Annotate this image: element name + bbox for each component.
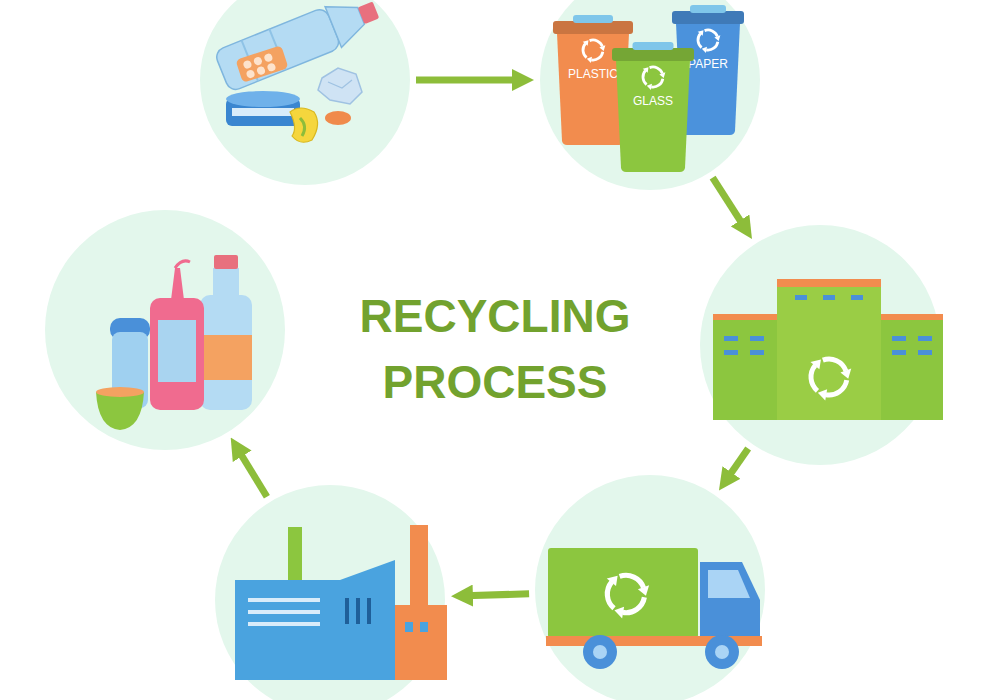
pill-blister xyxy=(253,56,263,66)
pill-blister xyxy=(242,59,252,69)
garbage-truck xyxy=(548,548,698,638)
recycle-symbol xyxy=(578,39,605,66)
recycling-plant xyxy=(892,350,906,355)
factory xyxy=(248,610,320,614)
plastic-bottle xyxy=(358,1,380,24)
plastic-bottle xyxy=(214,0,384,92)
recycled-products xyxy=(96,392,144,430)
recycled-products xyxy=(158,320,196,382)
pill-blister xyxy=(256,66,266,76)
pill-blister xyxy=(266,62,276,72)
garbage-truck xyxy=(583,635,617,669)
factory xyxy=(248,598,320,602)
recycling-plant xyxy=(918,336,932,341)
recycling-plant xyxy=(877,314,943,320)
recycling-plant xyxy=(713,279,943,420)
bin-handle xyxy=(573,15,613,23)
bin-label: GLASS xyxy=(633,94,673,108)
recycle-symbol xyxy=(693,29,720,56)
circle-ground xyxy=(535,475,765,700)
garbage-truck xyxy=(705,635,739,669)
recycling-plant xyxy=(777,283,881,420)
pill-blister xyxy=(235,45,288,83)
pill-blister xyxy=(245,69,255,79)
garbage-truck xyxy=(593,645,607,659)
recycling-plant xyxy=(851,295,863,300)
recycle-symbol xyxy=(638,66,665,93)
bin-label: PAPER xyxy=(688,57,728,71)
recycled-products xyxy=(96,255,252,430)
flow-arrow xyxy=(727,449,748,480)
recycled-products xyxy=(200,335,252,380)
recycled-products xyxy=(171,268,184,300)
waste-pile xyxy=(214,0,384,142)
factory xyxy=(235,560,395,680)
crumpled-paper xyxy=(318,68,362,104)
flow-arrow xyxy=(416,77,520,84)
crumpled-paper xyxy=(328,80,352,88)
recycled-products xyxy=(96,387,144,397)
garbage-truck xyxy=(715,645,729,659)
recycle-bin: GLASS xyxy=(612,42,694,172)
recycling-plant xyxy=(750,336,764,341)
garbage-truck xyxy=(700,562,760,638)
factory xyxy=(288,527,302,581)
recycling-plant xyxy=(713,318,783,420)
factory xyxy=(345,598,349,624)
crumpled-paper xyxy=(318,68,362,104)
pill-blister xyxy=(263,53,273,63)
tin-can xyxy=(226,91,300,107)
factory xyxy=(248,622,320,626)
factory xyxy=(356,598,360,624)
recycled-products xyxy=(214,255,238,269)
diagram-title: RECYCLING PROCESS xyxy=(320,283,670,415)
recycled-products xyxy=(213,268,239,298)
bin-label: PLASTIC xyxy=(568,67,618,81)
bottle-cap xyxy=(325,111,351,125)
recycled-products xyxy=(150,298,204,410)
garbage-truck xyxy=(598,573,649,623)
bin-handle xyxy=(690,5,726,13)
bin-handle xyxy=(633,42,674,50)
recycling-plant xyxy=(777,279,881,287)
recycling-plant xyxy=(724,350,738,355)
pill-blister xyxy=(235,45,288,83)
garbage-truck xyxy=(546,548,762,669)
recycling-plant xyxy=(795,295,807,300)
circle-ground xyxy=(200,0,410,185)
bin-body xyxy=(676,23,740,135)
recycling-plant xyxy=(892,336,906,341)
recycling-plant xyxy=(724,336,738,341)
flow-arrow xyxy=(238,449,267,496)
stage-circle: PLASTIC GLASS PAPER xyxy=(540,0,760,190)
recycling-plant xyxy=(918,350,932,355)
garbage-truck xyxy=(708,570,750,598)
recycled-products xyxy=(200,295,252,410)
banana-peel xyxy=(300,118,305,136)
recycling-plant xyxy=(823,295,835,300)
flow-arrow xyxy=(713,178,745,228)
flow-arrow xyxy=(465,594,529,596)
factory xyxy=(367,598,371,624)
circle-ground xyxy=(540,0,760,190)
tin-can xyxy=(226,91,300,126)
factory xyxy=(420,622,428,632)
banana-peel xyxy=(290,108,318,142)
factory xyxy=(235,525,447,680)
banana-peel xyxy=(290,108,318,142)
recycling-plant xyxy=(713,314,783,320)
bin-body xyxy=(616,60,690,172)
recycling-plant xyxy=(802,357,851,405)
factory xyxy=(395,605,447,680)
circle-ground xyxy=(45,210,285,450)
recycled-products xyxy=(175,261,190,268)
title-block: RECYCLING PROCESS xyxy=(320,283,670,415)
recycling-plant xyxy=(877,318,943,420)
factory xyxy=(405,622,413,632)
tin-can xyxy=(232,108,294,116)
factory xyxy=(410,525,428,605)
recycling-plant xyxy=(750,350,764,355)
